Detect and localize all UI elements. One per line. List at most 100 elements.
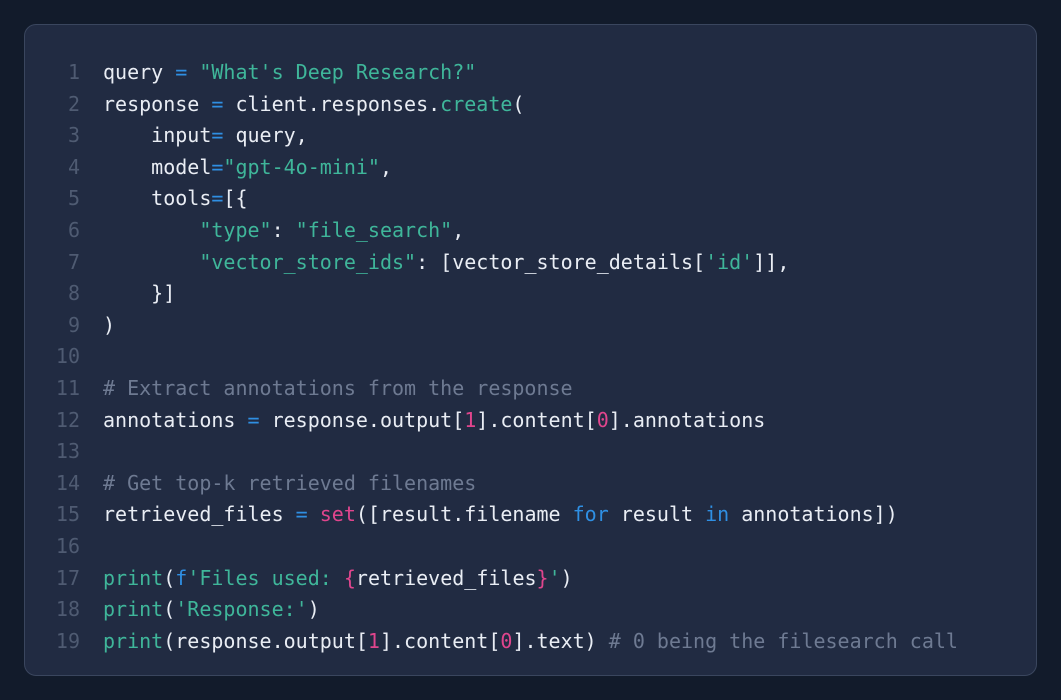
code-token: in: [705, 502, 730, 527]
line-number: 4: [67, 154, 80, 179]
code-line: 1 query = "What's Deep Research?": [25, 57, 1036, 89]
code-token: ]],: [753, 249, 790, 274]
code-token: create: [440, 91, 513, 116]
code-text: # Extract annotations from the response: [103, 373, 573, 405]
code-token: f: [175, 565, 188, 590]
code-line: 14# Get top-k retrieved filenames: [25, 468, 1036, 500]
code-text: print(response.output[1].content[0].text…: [103, 626, 958, 658]
code-line: 16: [25, 531, 1036, 563]
code-token: print: [103, 597, 164, 622]
code-token: (response.output[: [163, 628, 368, 653]
line-number: 7: [67, 249, 80, 274]
code-text: model="gpt-4o-mini",: [103, 152, 392, 184]
line-number: 17: [55, 565, 80, 590]
line-number: 9: [67, 312, 80, 337]
code-token: "file_search": [295, 218, 453, 243]
line-number: 5: [67, 186, 80, 211]
code-token: ([result.filename: [355, 502, 573, 527]
code-block: 1 query = "What's Deep Research?" 2 respons…: [25, 60, 1036, 673]
code-token: ): [307, 597, 320, 622]
line-number: 16: [55, 534, 80, 559]
code-token: annotations: [103, 407, 248, 432]
code-token: "vector_store_ids": [199, 249, 417, 274]
code-token: ,: [452, 218, 465, 243]
code-token: result: [608, 502, 706, 527]
code-token: "What's Deep Research?": [199, 60, 477, 85]
code-token: # 0 being the filesearch call: [608, 628, 958, 653]
code-token: : [vector_store_details[: [416, 249, 706, 274]
code-text: # Get top-k retrieved filenames: [103, 468, 476, 500]
code-line: 12 annotations = response.output[1].conte…: [25, 405, 1036, 437]
code-token: print: [103, 565, 164, 590]
code-token: ): [103, 312, 116, 337]
code-line: 6 "type": "file_search",: [25, 215, 1036, 247]
code-token: ,: [379, 154, 393, 179]
code-token: "gpt-4o-mini": [223, 154, 380, 179]
code-text: print(f'Files used: {retrieved_files}'): [103, 563, 573, 595]
code-token: [103, 250, 199, 274]
code-token: ].content[: [379, 628, 501, 653]
line-number: 10: [55, 344, 80, 369]
code-token: (: [512, 91, 525, 116]
line-number: 2: [67, 91, 80, 116]
code-line: 9): [25, 310, 1036, 342]
code-text: "type": "file_search",: [103, 215, 464, 247]
code-token: =: [211, 91, 224, 116]
code-token: ].content[: [476, 407, 597, 432]
code-line: 7 "vector_store_ids": [vector_store_deta…: [25, 247, 1036, 279]
code-line: 10: [25, 342, 1036, 374]
code-token: input: [103, 123, 212, 148]
code-line: 8 }]: [25, 278, 1036, 310]
code-line: 5 tools=[{: [25, 184, 1036, 216]
line-number: 18: [55, 597, 80, 622]
code-token: # Get top-k retrieved filenames: [103, 470, 477, 495]
line-number: 1: [67, 60, 80, 85]
code-token: ): [560, 565, 573, 590]
code-token: # Extract annotations from the response: [103, 376, 573, 401]
code-card: 1 query = "What's Deep Research?" 2 respons…: [24, 24, 1037, 676]
code-line: 3 input= query,: [25, 120, 1036, 152]
code-text: annotations = response.output[1].content…: [103, 405, 765, 437]
code-token: =: [295, 502, 308, 527]
code-token: =: [247, 407, 260, 432]
code-token: response.output[: [259, 407, 465, 432]
code-token: print: [103, 628, 164, 653]
code-token: (: [163, 565, 176, 590]
code-token: annotations]): [729, 502, 898, 527]
line-number: 8: [67, 281, 80, 306]
code-token: "type": [199, 218, 272, 243]
code-token: 'Response:': [175, 597, 308, 622]
code-token: query: [103, 60, 176, 85]
code-text: ): [103, 310, 115, 342]
code-line: 4 model="gpt-4o-mini",: [25, 152, 1036, 184]
code-token: }: [536, 565, 549, 590]
code-text: query = "What's Deep Research?": [103, 57, 476, 89]
code-token: ].annotations: [608, 407, 766, 432]
code-token: 0: [500, 628, 513, 653]
code-text: "vector_store_ids": [vector_store_detail…: [103, 247, 789, 279]
code-line: 11# Extract annotations from the respons…: [25, 373, 1036, 405]
code-token: for: [572, 502, 609, 527]
code-token: 1: [367, 628, 380, 653]
code-token: ].text): [512, 628, 609, 653]
code-text: input= query,: [103, 120, 308, 152]
code-token: 1: [464, 407, 477, 432]
code-token: }]: [103, 281, 176, 306]
code-token: [308, 503, 320, 527]
code-text: response = client.responses.create(: [103, 89, 524, 121]
line-number: 3: [67, 123, 80, 148]
code-token: [187, 60, 199, 84]
line-number: 12: [55, 407, 80, 432]
code-token: query,: [223, 123, 308, 148]
code-line: 2 response = client.responses.create(: [25, 89, 1036, 121]
code-token: response: [103, 91, 212, 116]
code-token: {: [343, 565, 356, 590]
code-token: 'id': [705, 249, 754, 274]
code-line: 17 print(f'Files used: {retrieved_files}'…: [25, 563, 1036, 595]
code-token: set: [319, 502, 356, 527]
code-token: model: [103, 154, 212, 179]
code-token: =: [175, 60, 188, 85]
